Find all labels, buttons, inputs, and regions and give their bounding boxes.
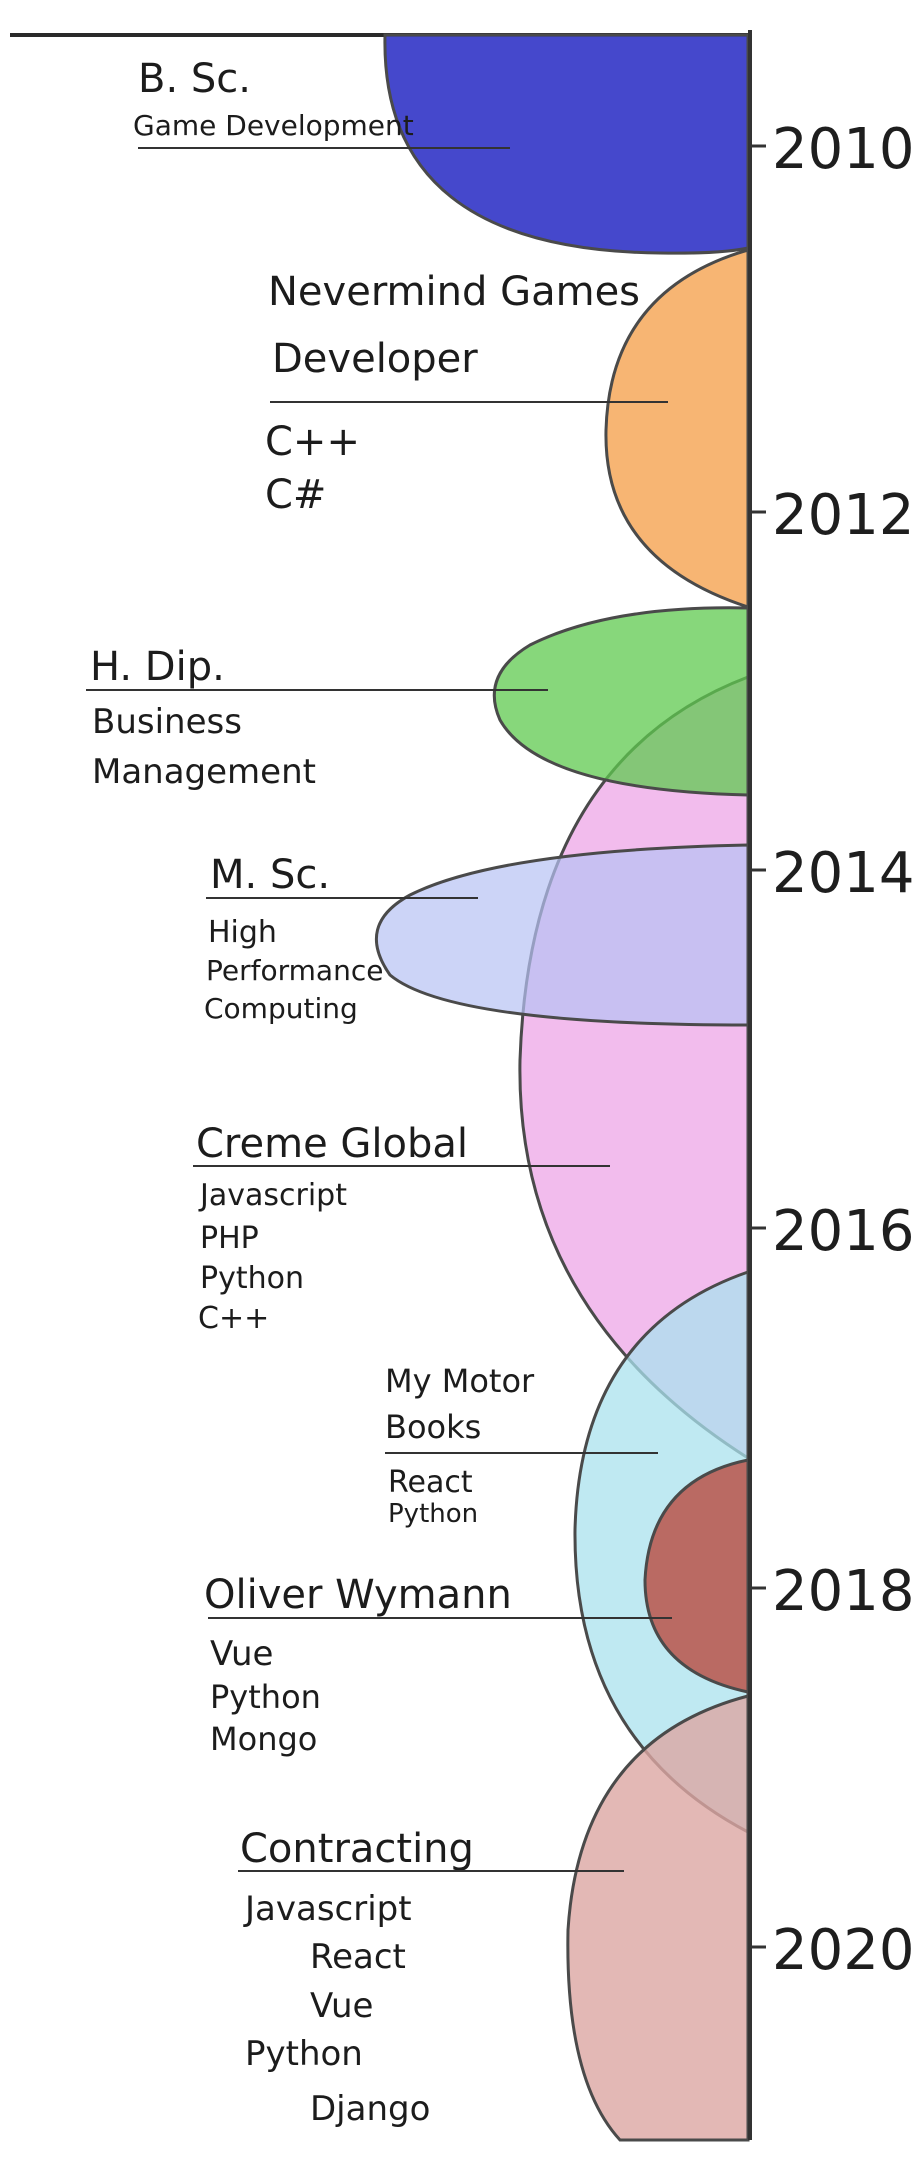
entry-subtitle: Management — [92, 752, 316, 792]
entry-title: B. Sc. — [138, 56, 251, 102]
year-2020: 2020 — [750, 1918, 913, 1983]
entry-title: Creme Global — [196, 1121, 468, 1167]
entry-title: Nevermind Games — [268, 269, 640, 315]
entry-subtitle: Game Development — [133, 109, 414, 142]
year-label: 2014 — [772, 841, 913, 906]
year-2016: 2016 — [750, 1199, 913, 1264]
entry-title: Oliver Wymann — [204, 1572, 512, 1618]
entry-subtitle: Performance — [206, 954, 383, 987]
entry-title: Developer — [272, 336, 478, 382]
nevermind-blob — [604, 248, 750, 610]
contracting-blob — [566, 1694, 750, 2142]
skill-item: React — [310, 1937, 406, 1977]
year-2012: 2012 — [750, 483, 913, 548]
skill-item: Python — [200, 1261, 304, 1296]
year-label: 2018 — [772, 1559, 913, 1624]
year-label: 2012 — [772, 483, 913, 548]
year-2018: 2018 — [750, 1559, 913, 1624]
bsc-blob — [383, 33, 750, 255]
entry-title: Contracting — [240, 1826, 474, 1872]
skill-item: Python — [245, 2034, 363, 2074]
skill-item: PHP — [200, 1221, 259, 1256]
skill-item: C++ — [198, 1301, 269, 1336]
entry-subtitle: Computing — [204, 992, 358, 1025]
hdip-blob — [492, 606, 750, 797]
entry-oliver: Oliver Wymann Vue Python Mongo — [204, 1572, 672, 1758]
entry-creme: Creme Global Javascript PHP Python C++ — [193, 1121, 610, 1336]
entry-mymotor: My Motor Books React Python — [385, 1362, 658, 1529]
year-label: 2016 — [772, 1199, 913, 1264]
skill-item: Django — [310, 2089, 430, 2129]
entry-subtitle: High — [208, 915, 277, 950]
skill-item: Mongo — [210, 1720, 317, 1758]
skill-item: Javascript — [243, 1889, 412, 1929]
oliver-blob — [643, 1458, 750, 1694]
year-label: 2010 — [772, 117, 913, 182]
skill-item: Python — [210, 1678, 321, 1716]
entry-title: My Motor — [385, 1362, 535, 1400]
entry-nevermind: Nevermind Games Developer C++ C# — [265, 269, 668, 518]
skill-item: React — [388, 1465, 473, 1500]
entry-bsc: B. Sc. Game Development — [133, 56, 510, 149]
entry-hdip: H. Dip. Business Management — [86, 644, 548, 792]
entry-contracting: Contracting Javascript React Vue Python … — [238, 1826, 624, 2129]
year-2010: 2010 — [750, 117, 913, 182]
skill-item: Vue — [310, 1986, 373, 2026]
entry-title: Books — [385, 1408, 481, 1446]
entry-title: H. Dip. — [90, 644, 225, 690]
year-2014: 2014 — [750, 841, 913, 906]
skill-item: Vue — [210, 1634, 273, 1674]
skill-item: C# — [265, 472, 326, 518]
year-label: 2020 — [772, 1918, 913, 1983]
skill-item: Javascript — [198, 1178, 347, 1213]
msc-blob — [374, 843, 750, 1027]
entry-msc: M. Sc. High Performance Computing — [204, 852, 478, 1025]
skill-item: Python — [388, 1499, 478, 1529]
entry-subtitle: Business — [92, 702, 242, 742]
entry-title: M. Sc. — [210, 852, 330, 898]
skill-item: C++ — [265, 419, 360, 465]
